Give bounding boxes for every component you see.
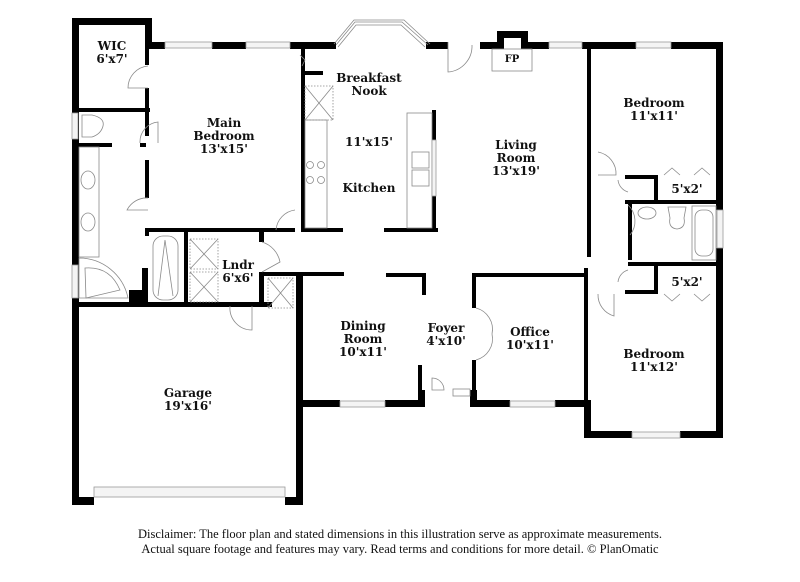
room-label-bedroom-2: Bedroom 11'x12' — [623, 348, 684, 374]
room-name: Room — [343, 332, 383, 346]
room-label-closet-2: 5'x2' — [671, 276, 702, 289]
room-name: Main — [206, 116, 242, 130]
room-label-laundry: Lndr 6'x6' — [222, 259, 254, 285]
room-name: Living — [495, 138, 537, 152]
room-dims: 13'x19' — [492, 164, 540, 178]
interior-walls — [72, 25, 723, 404]
room-dims: 4'x10' — [426, 334, 466, 348]
room-label-main-bedroom: Main Bedroom 13'x15' — [193, 117, 254, 156]
room-name: Foyer — [427, 321, 465, 335]
room-label-office: Office 10'x11' — [506, 326, 554, 352]
room-name: Lndr — [222, 258, 254, 272]
room-label-dining-room: Dining Room 10'x11' — [339, 320, 387, 359]
room-name: Breakfast — [336, 71, 402, 85]
room-name: WIC — [97, 39, 127, 53]
room-label-breakfast-nook: Breakfast Nook — [336, 72, 401, 98]
room-name: Kitchen — [342, 181, 396, 195]
room-label-garage: Garage 19'x16' — [164, 387, 212, 413]
room-name: Bedroom — [623, 96, 685, 110]
room-dims: 10'x11' — [339, 345, 387, 359]
room-label-wic: WIC 6'x7' — [96, 40, 127, 66]
room-dims: 11'x15' — [345, 135, 393, 149]
room-dims: 19'x16' — [164, 399, 212, 413]
fireplace-label: FP — [505, 53, 520, 66]
room-name: Bedroom — [193, 129, 255, 143]
room-name: Nook — [351, 84, 387, 98]
room-dims: 6'x7' — [96, 52, 128, 66]
disclaimer-line-2: Actual square footage and features may v… — [141, 542, 659, 556]
exterior-walls — [72, 18, 723, 505]
room-label-foyer: Foyer 4'x10' — [426, 322, 466, 348]
room-label-kitchen: Kitchen — [343, 182, 396, 195]
room-dims: 10'x11' — [506, 338, 554, 352]
room-name: Garage — [163, 386, 213, 400]
windows — [71, 19, 724, 498]
room-name: Room — [496, 151, 536, 165]
room-dims: 11'x11' — [630, 109, 678, 123]
room-dims: 6'x6' — [222, 271, 254, 285]
room-label-bedroom-1: Bedroom 11'x11' — [623, 97, 684, 123]
room-label-living-room: Living Room 13'x19' — [492, 139, 540, 178]
room-dims: 11'x12' — [630, 360, 678, 374]
fireplace — [491, 48, 533, 72]
doors — [126, 42, 711, 397]
room-label-closet-1: 5'x2' — [671, 183, 702, 196]
fireplace-text: FP — [504, 54, 520, 65]
room-dims: 5'x2' — [671, 275, 703, 289]
disclaimer-line-1: Disclaimer: The floor plan and stated di… — [138, 527, 662, 541]
disclaimer: Disclaimer: The floor plan and stated di… — [0, 527, 800, 557]
room-dims: 13'x15' — [200, 142, 248, 156]
fixtures — [78, 48, 717, 309]
room-name: Bedroom — [623, 347, 685, 361]
room-name: Dining — [340, 319, 386, 333]
room-label-kitchen-dims: 11'x15' — [345, 136, 393, 149]
room-name: Office — [510, 325, 550, 339]
room-dims: 5'x2' — [671, 182, 703, 196]
